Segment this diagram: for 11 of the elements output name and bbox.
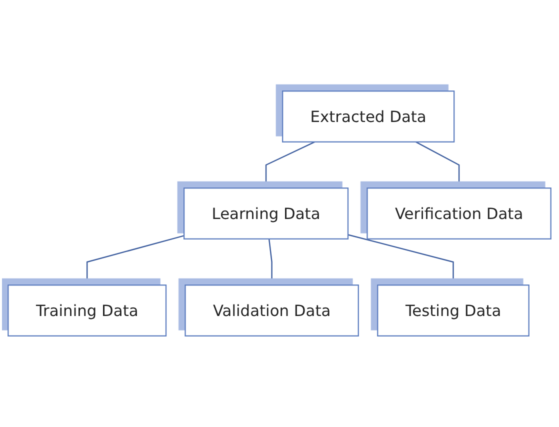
- connector: [86, 235, 184, 286]
- node-box: Validation Data: [184, 284, 359, 336]
- connector: [416, 141, 460, 188]
- connector: [268, 238, 272, 286]
- node-box: Testing Data: [377, 284, 530, 336]
- connector: [348, 234, 454, 286]
- node-box: Extracted Data: [282, 90, 455, 142]
- node-box: Learning Data: [183, 188, 349, 240]
- node-box: Training Data: [8, 284, 167, 336]
- connector: [265, 141, 315, 188]
- node-box: Verification Data: [366, 188, 552, 240]
